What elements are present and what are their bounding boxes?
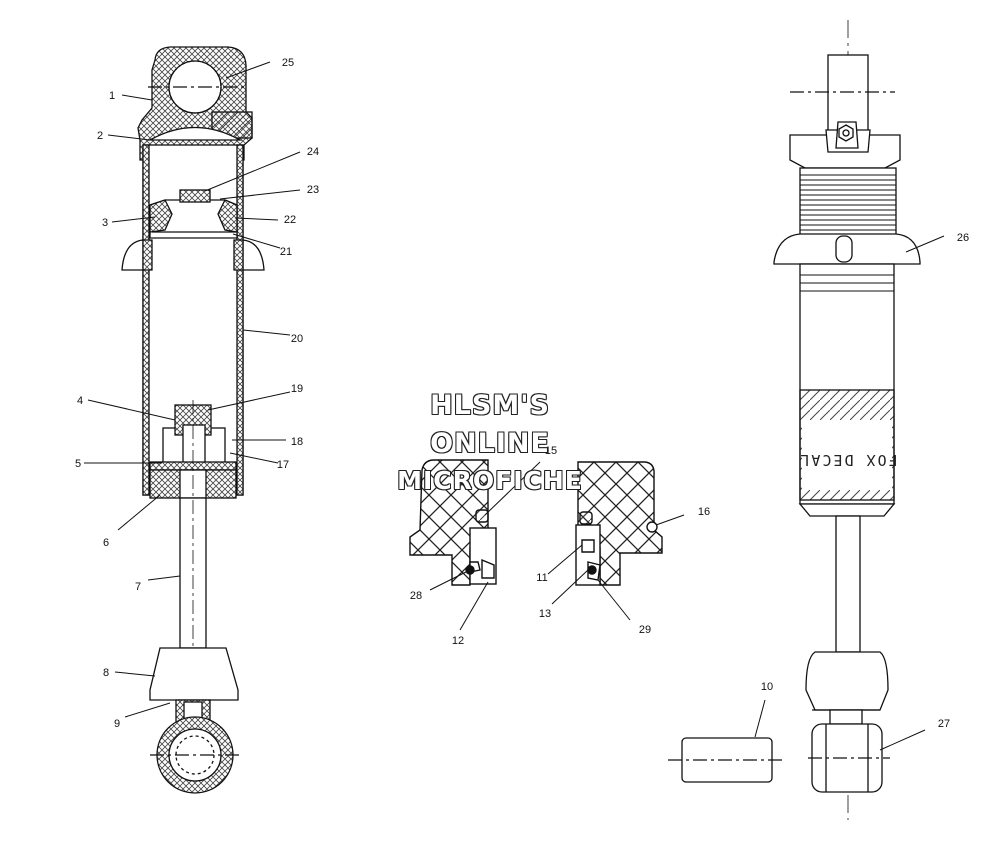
watermark-line-1: HLSM'S bbox=[430, 390, 550, 421]
callout-4: 4 bbox=[77, 395, 83, 407]
callout-19: 19 bbox=[291, 383, 303, 395]
right-callout-labels: 26 10 27 bbox=[761, 232, 969, 730]
callout-21: 21 bbox=[280, 246, 292, 258]
left-callout-labels: 1 2 3 4 5 6 7 8 9 25 24 23 22 21 20 19 1… bbox=[75, 57, 319, 730]
callout-6: 6 bbox=[103, 537, 109, 549]
callout-1: 1 bbox=[109, 90, 115, 102]
left-leaders bbox=[84, 61, 301, 718]
callout-15: 15 bbox=[545, 445, 557, 457]
callout-12: 12 bbox=[452, 635, 464, 647]
bottom-bumper bbox=[149, 647, 239, 701]
top-mount-bar bbox=[827, 54, 869, 134]
middle-leaders bbox=[429, 461, 685, 631]
right-bumper bbox=[805, 651, 889, 711]
callout-24: 24 bbox=[307, 146, 319, 158]
callout-9: 9 bbox=[114, 718, 120, 730]
callout-27: 27 bbox=[938, 718, 950, 730]
watermark-line-3: MICROFICHE bbox=[397, 466, 583, 495]
middle-callout-labels: 15 16 11 13 28 12 29 bbox=[410, 445, 710, 647]
callout-16: 16 bbox=[698, 506, 710, 518]
callout-5: 5 bbox=[75, 458, 81, 470]
left-shock-cutaway bbox=[121, 46, 265, 794]
spacer-sleeve bbox=[668, 737, 785, 783]
callout-23: 23 bbox=[307, 184, 319, 196]
callout-10: 10 bbox=[761, 681, 773, 693]
seal-detail-left bbox=[409, 459, 497, 586]
callout-8: 8 bbox=[103, 667, 109, 679]
callout-22: 22 bbox=[284, 214, 296, 226]
fox-decal-text: FOX DECAL bbox=[798, 451, 897, 469]
callout-18: 18 bbox=[291, 436, 303, 448]
callout-25: 25 bbox=[282, 57, 294, 69]
callout-13: 13 bbox=[539, 608, 551, 620]
right-shock-exterior bbox=[773, 20, 921, 820]
watermark-line-2: ONLINE bbox=[430, 428, 550, 459]
callout-11: 11 bbox=[536, 572, 547, 584]
callout-28: 28 bbox=[410, 590, 422, 602]
threaded-body bbox=[799, 167, 897, 239]
callout-7: 7 bbox=[135, 581, 141, 593]
callout-2: 2 bbox=[97, 130, 103, 142]
spring-collar bbox=[121, 239, 144, 271]
shock-shaft bbox=[179, 497, 207, 649]
right-leaders bbox=[754, 235, 945, 751]
callout-17: 17 bbox=[277, 459, 289, 471]
callout-26: 26 bbox=[957, 232, 969, 244]
callout-20: 20 bbox=[291, 333, 303, 345]
right-shaft bbox=[835, 515, 861, 653]
callout-29: 29 bbox=[639, 624, 651, 636]
seal-detail-right bbox=[575, 461, 663, 586]
callout-3: 3 bbox=[102, 217, 108, 229]
